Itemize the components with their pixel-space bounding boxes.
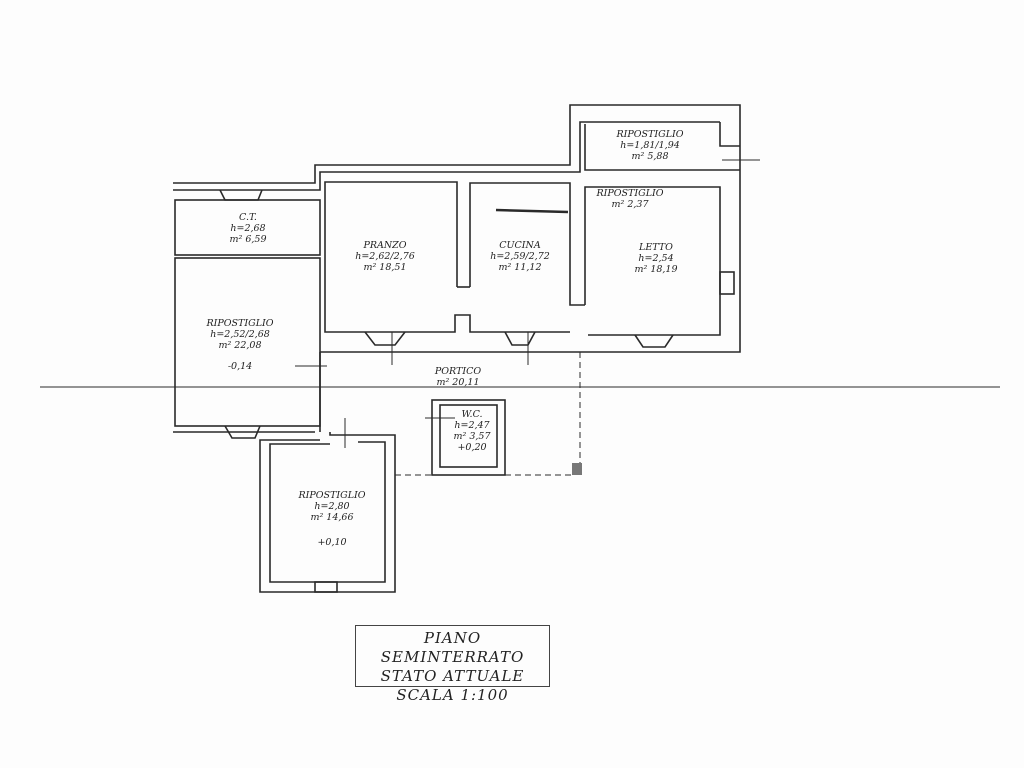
- window: [314, 581, 338, 593]
- window: [634, 334, 674, 348]
- wall-pranzo: [324, 181, 570, 333]
- title-line-3: SCALA 1:100: [396, 686, 509, 704]
- window: [219, 189, 263, 201]
- wall: [469, 182, 585, 306]
- wall: [173, 104, 741, 353]
- wall: [173, 121, 720, 191]
- title-line-1: PIANO SEMINTERRATO: [380, 629, 525, 666]
- wall-ripostiglio-west: [174, 257, 321, 427]
- title-line-2: STATO ATTUALE: [380, 667, 525, 685]
- window: [364, 331, 406, 346]
- wall: [584, 124, 740, 171]
- wall: [495, 208, 569, 214]
- window: [719, 271, 735, 295]
- title-block: PIANO SEMINTERRATO STATO ATTUALE SCALA 1…: [355, 625, 550, 704]
- window: [504, 331, 536, 346]
- wall-letto: [584, 186, 721, 336]
- window: [224, 425, 261, 439]
- wall-wc-inner: [439, 404, 498, 468]
- wall: [719, 122, 740, 147]
- hatched-pillar: [572, 463, 582, 475]
- wall-ripostiglio-south: [259, 432, 396, 593]
